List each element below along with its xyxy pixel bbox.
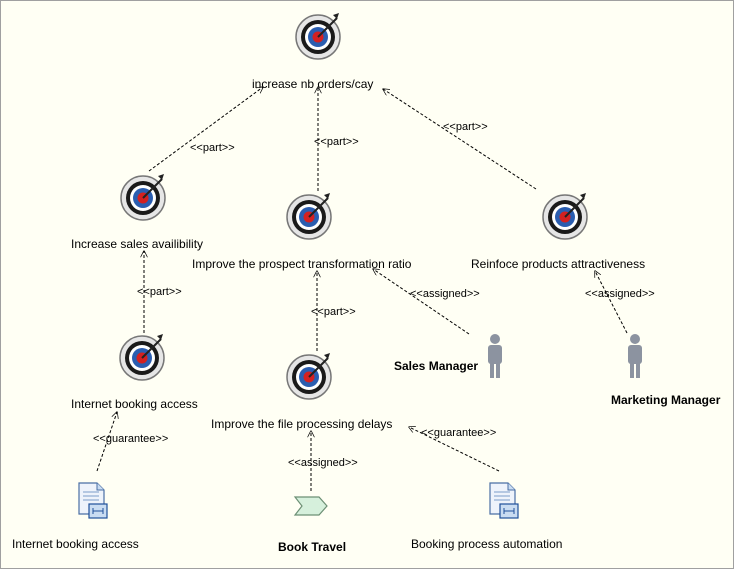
- process-chevron-icon[interactable]: [293, 494, 329, 518]
- target-icon[interactable]: [119, 333, 167, 381]
- relation-salesmanager-to-prospect[interactable]: [373, 269, 470, 335]
- target-icon[interactable]: [295, 12, 343, 60]
- relation-label: <<part>>: [137, 286, 182, 298]
- target-icon[interactable]: [286, 352, 334, 400]
- relation-label: <<assigned>>: [288, 457, 358, 469]
- relation-label: <<part>>: [443, 121, 488, 133]
- relation-label: <<part>>: [190, 142, 235, 154]
- actor-label[interactable]: Marketing Manager: [611, 393, 721, 407]
- relation-label: <<guarantee>>: [421, 427, 497, 439]
- target-icon[interactable]: [286, 192, 334, 240]
- target-icon[interactable]: [542, 192, 590, 240]
- relation-label: <<part>>: [311, 306, 356, 318]
- goal-label[interactable]: increase nb orders/cay: [252, 77, 374, 91]
- relation-label: <<guarantee>>: [93, 433, 169, 445]
- process-label[interactable]: Book Travel: [278, 540, 347, 554]
- actor-icon[interactable]: [625, 333, 645, 379]
- relation-internetsystem-to-internetgoal[interactable]: [96, 412, 117, 472]
- system-label[interactable]: Booking process automation: [411, 537, 563, 551]
- relation-sales-to-root[interactable]: [148, 87, 263, 172]
- relation-label: <<assigned>>: [585, 288, 655, 300]
- goal-label[interactable]: Internet booking access: [71, 397, 198, 411]
- application-icon[interactable]: [77, 482, 109, 520]
- application-icon[interactable]: [488, 482, 520, 520]
- relation-label: <<assigned>>: [410, 288, 480, 300]
- actor-label[interactable]: Sales Manager: [394, 359, 479, 373]
- goal-label[interactable]: Improve the prospect transformation rati…: [192, 257, 412, 271]
- goal-label[interactable]: Reinfoce products attractiveness: [471, 257, 646, 271]
- relation-marketingmanager-to-products[interactable]: [595, 271, 628, 334]
- target-icon[interactable]: [120, 173, 168, 221]
- goal-label[interactable]: Improve the file processing delays: [211, 417, 393, 431]
- relation-bookingsystem-to-file[interactable]: [409, 427, 500, 472]
- relation-label: <<part>>: [314, 136, 359, 148]
- system-label[interactable]: Internet booking access: [12, 537, 139, 551]
- relation-products-to-root[interactable]: [383, 89, 537, 190]
- goal-label[interactable]: Increase sales availibility: [71, 237, 204, 251]
- actor-icon[interactable]: [485, 333, 505, 379]
